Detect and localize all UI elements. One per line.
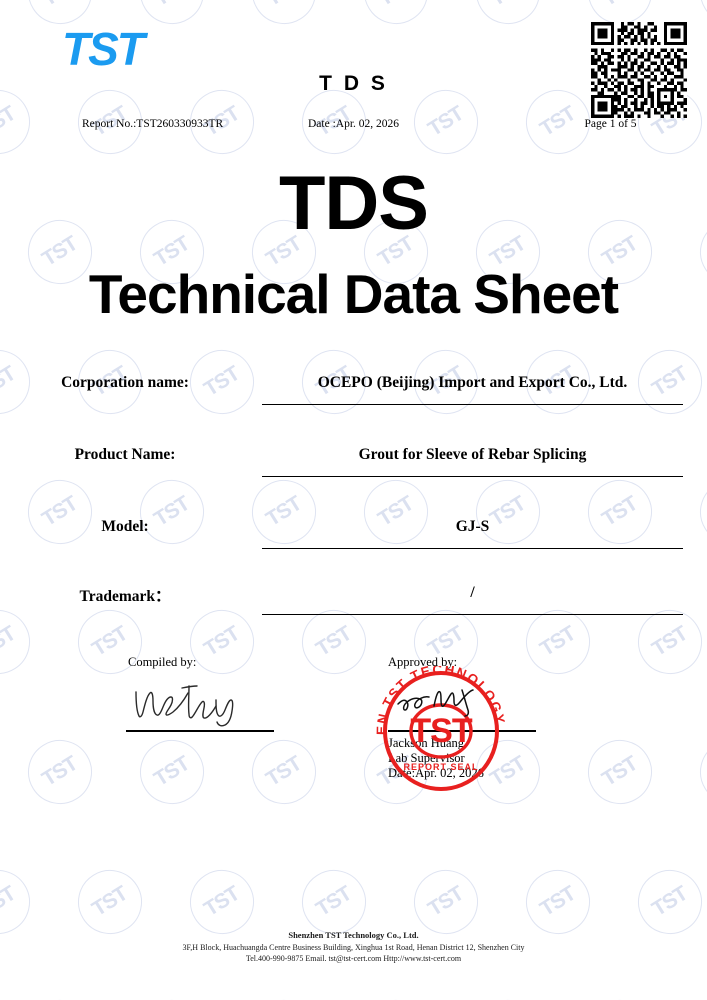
field-corporation-name: Corporation name: OCEPO (Beijing) Import…: [0, 366, 707, 420]
qr-code-icon: [591, 22, 687, 118]
field-underline: [262, 404, 683, 405]
approved-by-label: Approved by:: [388, 655, 458, 669]
field-underline: [262, 548, 683, 549]
field-value: /: [470, 584, 475, 601]
handwritten-signature-icon: [135, 685, 234, 727]
field-label: Product Name:: [74, 446, 176, 463]
page-title: Technical Data Sheet: [88, 263, 619, 325]
field-label: Corporation name:: [61, 374, 189, 391]
footer-contact: Tel.400-990-9875 Email. tst@tst-cert.com…: [245, 954, 462, 963]
field-underline: [262, 476, 683, 477]
field-product-name: Product Name: Grout for Sleeve of Rebar …: [0, 438, 707, 492]
field-value: OCEPO (Beijing) Import and Export Co., L…: [317, 374, 628, 391]
field-trademark: Trademark： /: [0, 576, 707, 630]
page-number: Page 1 of 5: [584, 118, 637, 130]
footer-address: 3F,H Block, Huachuangda Centre Business …: [182, 943, 525, 952]
field-value: GJ-S: [455, 518, 490, 535]
svg-text:SHENZHEN TST TECHNOLOGY CO., L: SHENZHEN TST TECHNOLOGY CO., LTD: [376, 666, 506, 735]
approver-details: Jackson Huang Lab Supervisor Date:Apr. 0…: [388, 736, 484, 781]
field-value: Grout for Sleeve of Rebar Splicing: [358, 446, 587, 463]
approver-name: Jackson Huang: [388, 736, 465, 750]
tst-logo: TST: [62, 23, 145, 75]
compiled-by-label: Compiled by:: [128, 655, 197, 669]
field-underline: [262, 614, 683, 615]
approver-date: Date:Apr. 02, 2026: [388, 766, 484, 780]
footer-company: Shenzhen TST Technology Co., Ltd.: [288, 930, 419, 940]
page-title-abbr: TDS: [279, 161, 429, 246]
report-number: Report No.:TST260330933TR: [82, 118, 224, 130]
approver-title: Lab Supervisor: [388, 751, 465, 765]
approved-by-signature-line: [388, 730, 536, 732]
compiled-by-signature-line: [126, 730, 274, 732]
report-date: Date :Apr. 02, 2026: [307, 118, 400, 130]
field-model: Model: GJ-S: [0, 510, 707, 564]
field-label: Model:: [101, 518, 149, 535]
field-label: Trademark：: [79, 588, 171, 605]
header-doc-code: T D S: [319, 72, 388, 95]
